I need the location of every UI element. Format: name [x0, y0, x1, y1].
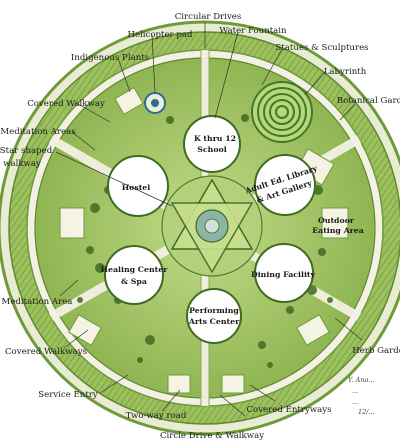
meditation-areas-label: Meditation Areas — [0, 127, 75, 137]
service-entry-label: Service Entry — [38, 390, 98, 400]
covered-walkway-label: Covered Walkway — [27, 99, 105, 109]
arts-center-building — [186, 288, 242, 344]
hostel-label: Hostel — [122, 183, 151, 192]
outdoor-label-line1: Outdoor — [318, 216, 355, 225]
water-fountain-label: Water Fountain — [219, 26, 287, 36]
school-building — [183, 115, 241, 173]
circular-drives-label: Circular Drives — [175, 12, 242, 22]
annotations: Circular Drives Helicopter pad Water Fou… — [0, 12, 400, 441]
meditation-area-label: Meditation Area — [2, 297, 73, 307]
covered-walkways-label: Covered Walkways — [5, 347, 87, 357]
svg-text:12/...: 12/... — [358, 408, 375, 416]
svg-text:Y. Ana...: Y. Ana... — [348, 376, 375, 384]
healing-label-line1: Healing Center — [101, 265, 169, 274]
labyrinth-label: Labyrinth — [324, 67, 367, 77]
dining-building — [254, 243, 314, 303]
star-shaped-label-line2: walkway — [3, 159, 41, 169]
garden-plots — [59, 87, 349, 394]
arts-label-line2: Arts Center — [188, 317, 240, 326]
leader-lines — [55, 22, 363, 417]
outdoor-label-line2: Eating Area — [312, 226, 364, 235]
school-label-line2: School — [197, 145, 226, 154]
helicopter-pad-label: Helicopter pad — [127, 30, 193, 40]
star-walkway — [161, 175, 263, 277]
healing-label-line2: & Spa — [121, 277, 147, 286]
labyrinth — [251, 81, 313, 143]
arts-label-line1: Performing — [189, 306, 239, 315]
covered-entryways-label: Covered Entryways — [246, 405, 331, 415]
circle-drive-label: Circle Drive & Walkway — [160, 431, 264, 441]
buildings — [104, 115, 316, 344]
signature: Y. Ana... ... ... 12/... — [348, 376, 375, 416]
svg-text:...: ... — [352, 387, 358, 395]
helicopter-pad — [144, 92, 166, 114]
botanical-garden-label: Botanical Garde — [337, 96, 400, 106]
school-label-line1: K thru 12 — [194, 134, 236, 143]
dining-label: Dining Facility — [251, 270, 316, 279]
library-building — [254, 154, 316, 216]
two-way-road-label: Two-way road — [126, 411, 187, 421]
svg-text:...: ... — [352, 398, 358, 406]
star-shaped-label-line1: Star shaped — [0, 146, 53, 156]
statues-sculptures-label: Statues & Sculptures — [275, 43, 368, 53]
indigenous-plants-label: Indigenous Plants — [71, 53, 149, 63]
healing-center-building — [104, 245, 164, 305]
hostel-building — [107, 155, 169, 217]
herb-garden-label: Herb Garde — [352, 346, 400, 356]
